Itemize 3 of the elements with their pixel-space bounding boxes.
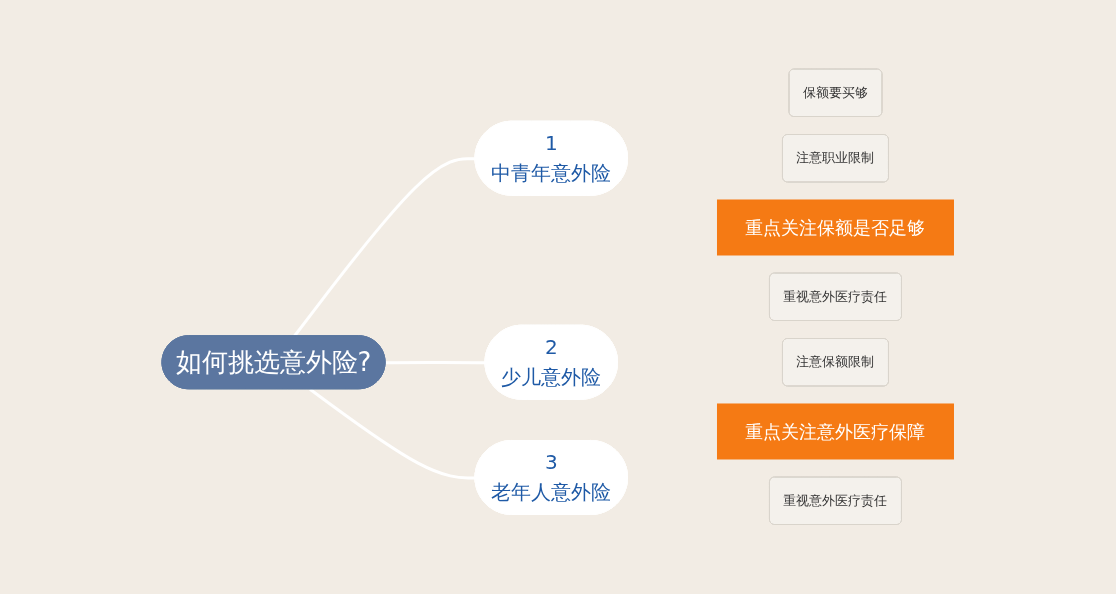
node-box: 重点关注保额是否足够 <box>717 199 955 256</box>
node-box: 重点关注意外医疗保障 <box>717 403 955 460</box>
connector <box>309 388 476 480</box>
